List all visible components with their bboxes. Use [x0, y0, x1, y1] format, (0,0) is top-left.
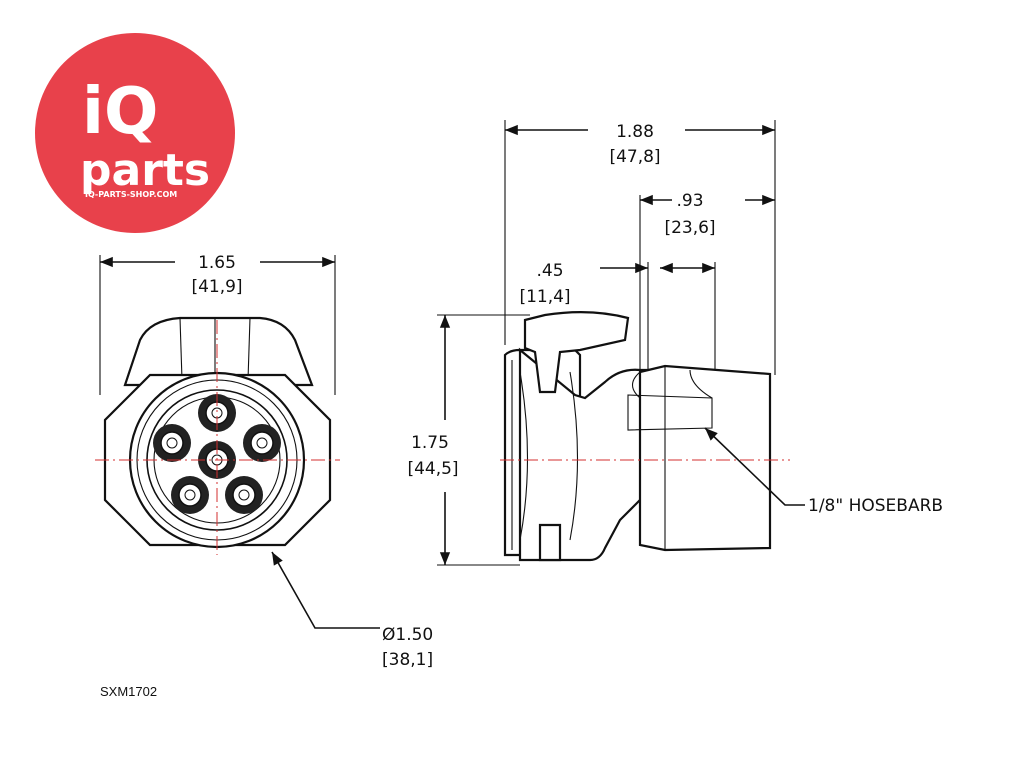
- pin-left: [153, 424, 191, 462]
- front-latch: [123, 316, 314, 387]
- logo-circle: [35, 33, 235, 233]
- front-pins: [153, 394, 281, 514]
- pin-bottom-right: [225, 476, 263, 514]
- logo-url: IQ-PARTS-SHOP.COM: [85, 190, 177, 199]
- pin-right: [243, 424, 281, 462]
- front-view: 1.65 [41,9]: [95, 253, 433, 670]
- pin-top: [198, 394, 236, 432]
- iq-parts-logo: iQ parts IQ-PARTS-SHOP.COM: [35, 33, 235, 233]
- front-diameter-leader: [271, 551, 380, 629]
- side-height-in: 1.75: [411, 433, 449, 453]
- pin-bottom-left: [171, 476, 209, 514]
- front-diameter-in: Ø1.50: [382, 625, 433, 645]
- side-view: 1.88 [47,8] .93 [23,6] .45 [11,4] 1.75 […: [407, 120, 943, 566]
- hosebarb-label: 1/8" HOSEBARB: [808, 496, 943, 516]
- front-width-in: 1.65: [198, 253, 236, 273]
- logo-brand-bottom: parts: [80, 145, 210, 196]
- side-length-mm: [47,8]: [609, 147, 660, 167]
- logo-brand-top: iQ: [82, 75, 158, 149]
- side-offset-mm: [11,4]: [519, 287, 570, 307]
- side-length-in: 1.88: [616, 122, 654, 142]
- part-number: SXM1702: [100, 684, 157, 699]
- side-latch: [523, 311, 630, 394]
- front-width-mm: [41,9]: [191, 277, 242, 297]
- side-offset-in: .45: [536, 261, 563, 281]
- side-barb-in: .93: [676, 191, 703, 211]
- side-height-mm: [44,5]: [407, 459, 458, 479]
- hosebarb-leader: [704, 427, 805, 506]
- side-barb-mm: [23,6]: [664, 218, 715, 238]
- front-diameter-mm: [38,1]: [382, 650, 433, 670]
